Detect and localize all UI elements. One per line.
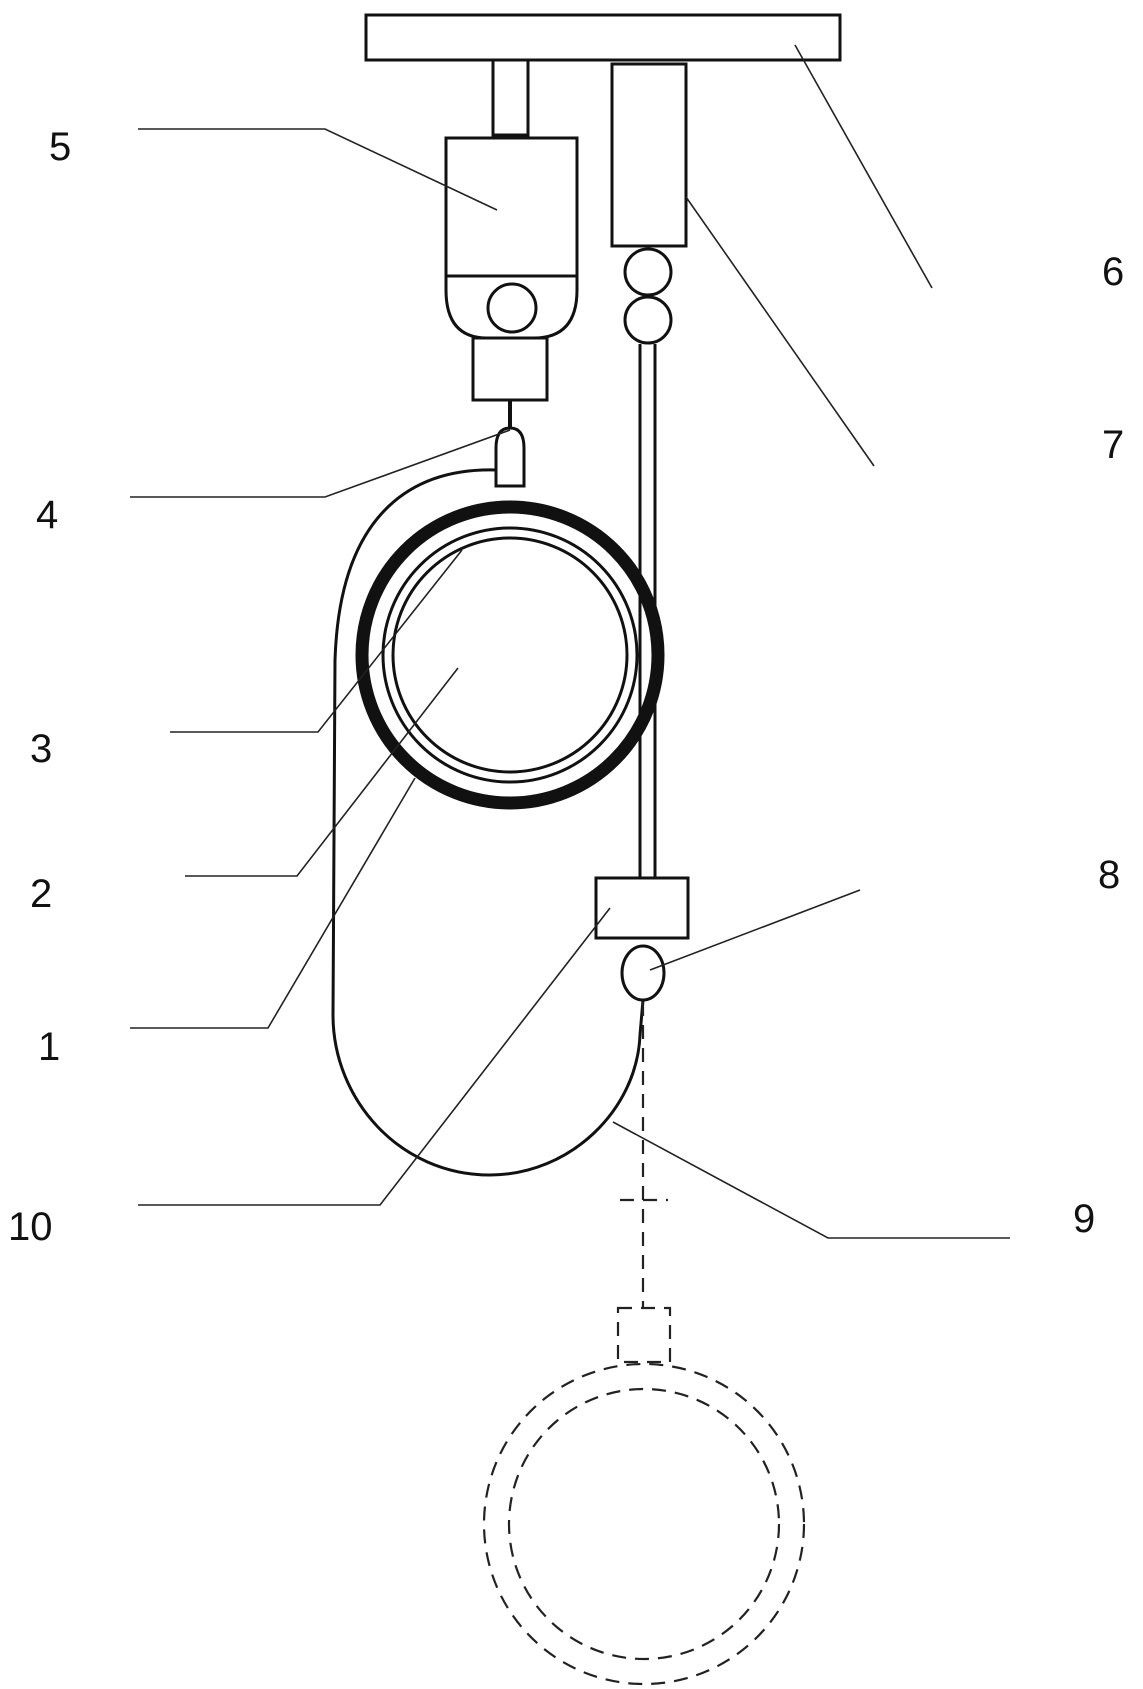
dashed-ring-inner	[507, 1387, 781, 1661]
dashed-ring-outer	[482, 1362, 806, 1686]
leader-6	[794, 44, 933, 289]
cable-loop	[331, 468, 645, 1177]
leader-7	[685, 196, 875, 467]
leader-3	[170, 549, 463, 733]
leader-5	[138, 128, 498, 211]
leader-1	[130, 777, 416, 1029]
ring-clamp	[494, 426, 526, 488]
lowered-ring-outline	[482, 1002, 806, 1686]
actuator-assembly	[594, 62, 690, 1002]
actuator-joint-upper	[623, 247, 673, 297]
label-4: 4	[36, 493, 58, 537]
leader-2	[185, 667, 459, 877]
label-7: 7	[1102, 423, 1124, 467]
leader-8	[649, 889, 861, 971]
hoist-pulley	[486, 282, 538, 334]
hoist-stem	[491, 58, 530, 137]
hoist-coupling	[471, 336, 549, 402]
label-1: 1	[38, 1025, 60, 1069]
leader-9	[612, 1121, 1010, 1239]
ring-inner-wall	[381, 526, 639, 784]
actuator-cylinder	[610, 62, 688, 248]
label-8: 8	[1098, 853, 1120, 897]
rod-end-block	[594, 876, 690, 940]
hook-link	[620, 944, 666, 1002]
ring-workpiece	[355, 500, 665, 810]
leader-4	[130, 429, 511, 498]
dashed-clamp	[616, 1306, 672, 1364]
ring-bore	[391, 536, 629, 774]
leader-10	[138, 907, 611, 1206]
ring-outer-wall	[355, 500, 665, 810]
label-9: 9	[1073, 1197, 1095, 1241]
label-10: 10	[8, 1205, 53, 1249]
label-2: 2	[30, 872, 52, 916]
actuator-joint-lower	[623, 295, 673, 345]
label-3: 3	[30, 727, 52, 771]
label-6: 6	[1102, 250, 1124, 294]
hoist-body	[444, 136, 579, 340]
leader-lines	[130, 44, 1010, 1239]
support-beam	[364, 13, 842, 62]
hoist-assembly	[444, 58, 579, 488]
label-5: 5	[49, 125, 71, 169]
